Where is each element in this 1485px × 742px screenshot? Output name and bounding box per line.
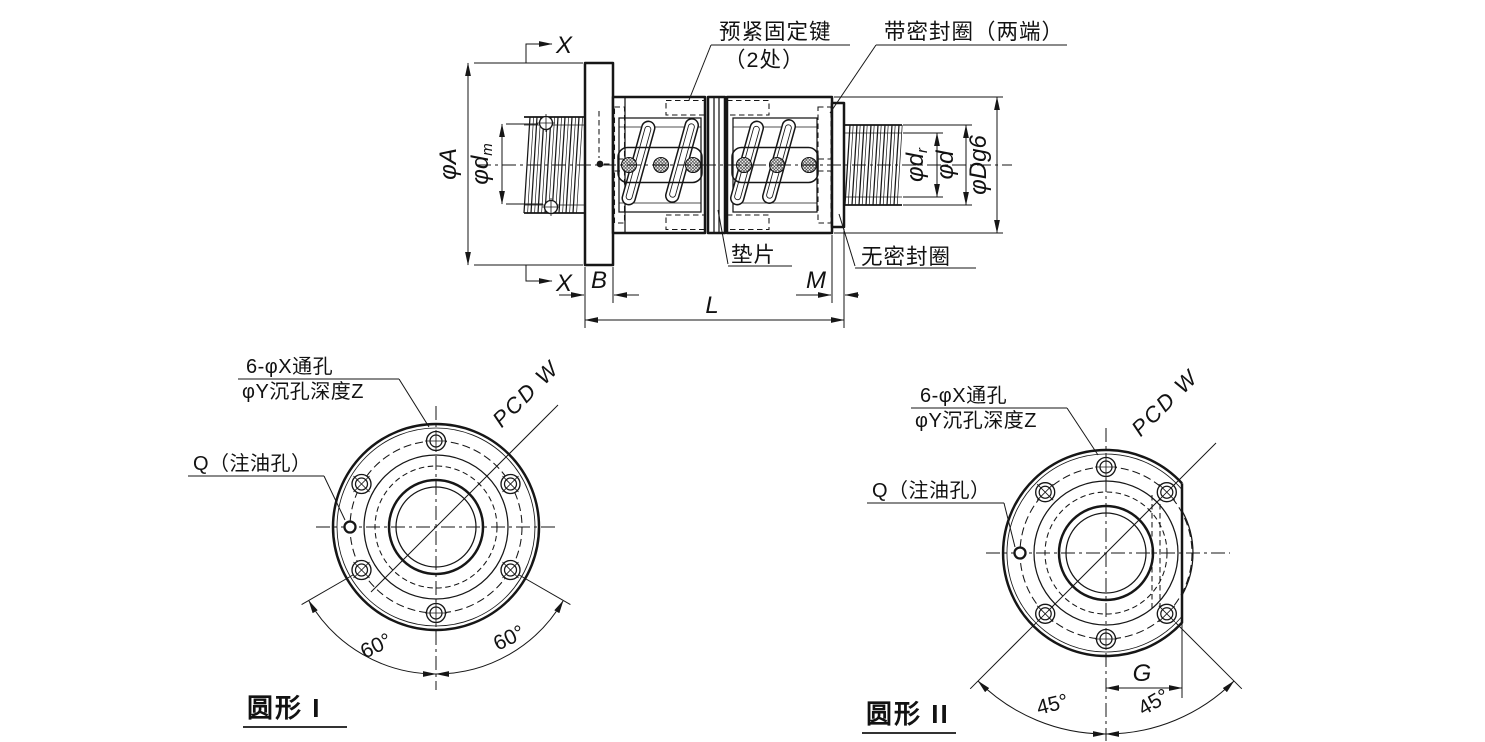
view1-title: 圆形 I [247, 693, 321, 723]
preload-key-label-line1: 预紧固定键 [719, 20, 832, 44]
view2-pcd-leader [1040, 442, 1217, 619]
bolt-hole [1156, 482, 1177, 503]
no-seal-label: 无密封圈 [861, 245, 951, 269]
round-view-1: 60° 60° 6-φX通孔 φY沉孔深度Z Q（注油孔） PCD W 圆形 I [188, 355, 571, 728]
bolt-hole [351, 473, 372, 495]
dim-phi-A: φA [435, 62, 583, 266]
no-seal-leader [838, 213, 856, 267]
dim-label-phi-d: φd [932, 150, 959, 180]
main-section-view: X X φA φdm φdr [435, 20, 1067, 328]
callout-preload-key: 预紧固定键 （2处） [688, 20, 850, 101]
spacer-leader [717, 209, 729, 265]
view1-oil-note: Q（注油孔） [188, 452, 346, 521]
hidden-preload-key-bottom-left [665, 214, 706, 231]
view2-oil-hole [1013, 546, 1027, 560]
spacer-label: 垫片 [731, 243, 776, 267]
spacer-plate [706, 95, 727, 235]
view1-hole-note-leader [398, 378, 430, 428]
view2-title-group: 圆形 II [862, 699, 956, 734]
view2-oil-label: Q（注油孔） [872, 479, 991, 502]
view1-oil-hole [343, 520, 357, 534]
hidden-preload-key-top-left [665, 99, 706, 116]
ball-return-tubes-left [621, 118, 700, 206]
bolt-hole [1156, 603, 1177, 624]
section-mark-bottom: X [525, 265, 573, 297]
bolt-hole [500, 473, 521, 495]
section-label-bottom: X [555, 270, 573, 297]
view1-oil-label: Q（注油孔） [193, 452, 312, 475]
view2-oil-note: Q（注油孔） [867, 479, 1016, 548]
view1-hole-note: 6-φX通孔 φY沉孔深度Z [238, 355, 430, 428]
hidden-preload-key-bottom-right [726, 214, 770, 231]
dim-phi-dm: φdm [467, 123, 543, 205]
view1-title-group: 圆形 I [243, 693, 347, 728]
view2-oil-leader [1003, 502, 1016, 548]
section-label-top: X [555, 32, 573, 59]
flange-cross-section [583, 61, 615, 267]
view2-flange-outline [1001, 448, 1184, 658]
view2-hole-note-line1: 6-φX通孔 [920, 384, 1007, 407]
dim-phi-d: φd [903, 124, 972, 206]
dim-label-B: B [591, 267, 607, 294]
view2-hole-note-line2: φY沉孔深度Z [915, 409, 1037, 432]
bolt-hole [1035, 482, 1056, 503]
seal-both-ends-leader [829, 44, 877, 114]
dim-label-phi-A: φA [435, 148, 462, 180]
view2-hole-note-leader [1066, 407, 1099, 456]
view2-hole-note: 6-φX通孔 φY沉孔深度Z [911, 384, 1099, 456]
view2-title: 圆形 II [866, 699, 950, 729]
dim-label-phi-Dg6: φDg6 [965, 135, 992, 195]
dim-phi-Dg6: φDg6 [834, 96, 1003, 234]
dim-label-L: L [705, 292, 718, 319]
preload-key-leader [688, 44, 712, 101]
screw-shaft-right [844, 124, 903, 206]
oil-hole-dot [596, 160, 604, 168]
view1-pcd-leader [370, 404, 559, 593]
bolt-hole [1035, 603, 1056, 624]
bolt-hole [351, 559, 372, 581]
screw-shaft-left [523, 114, 586, 216]
dim-label-phi-dr: φdr [902, 147, 931, 182]
dim-L: L [584, 292, 845, 323]
view2-g-label: G [1133, 660, 1152, 687]
callout-spacer: 垫片 [717, 209, 792, 267]
view1-hole-note-line1: 6-φX通孔 [246, 355, 333, 378]
dim-label-M: M [806, 267, 826, 294]
callout-no-seal-ring: 无密封圈 [838, 213, 976, 269]
callout-seal-both-ends: 带密封圈（两端） [829, 20, 1067, 114]
preload-key-label-line2: （2处） [724, 48, 804, 72]
hidden-preload-key-top-right [726, 99, 770, 116]
dim-B: B [559, 267, 639, 328]
dim-label-phi-dm: φdm [467, 143, 496, 185]
seal-both-ends-label: 带密封圈（两端） [884, 20, 1064, 44]
view2-dim-G: G [1105, 624, 1183, 698]
dim-M: M [796, 229, 859, 328]
bolt-hole [500, 559, 521, 581]
section-mark-top: X [525, 32, 573, 63]
view1-hole-note-line2: φY沉孔深度Z [242, 380, 364, 403]
view1-oil-leader [323, 475, 346, 521]
dim-phi-dr: φdr [902, 132, 943, 198]
